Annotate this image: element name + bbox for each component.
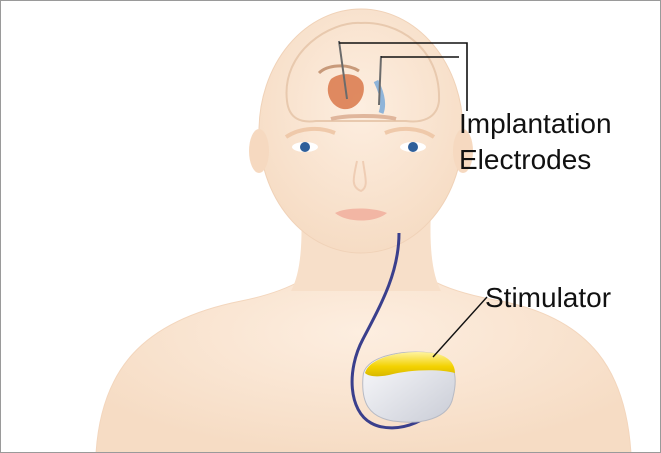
label-electrodes: Electrodes (459, 143, 591, 177)
label-stimulator: Stimulator (485, 281, 611, 315)
label-implantation: Implantation (459, 107, 612, 141)
pupil-right (408, 142, 418, 152)
ear-left (249, 129, 269, 173)
pupil-left (300, 142, 310, 152)
